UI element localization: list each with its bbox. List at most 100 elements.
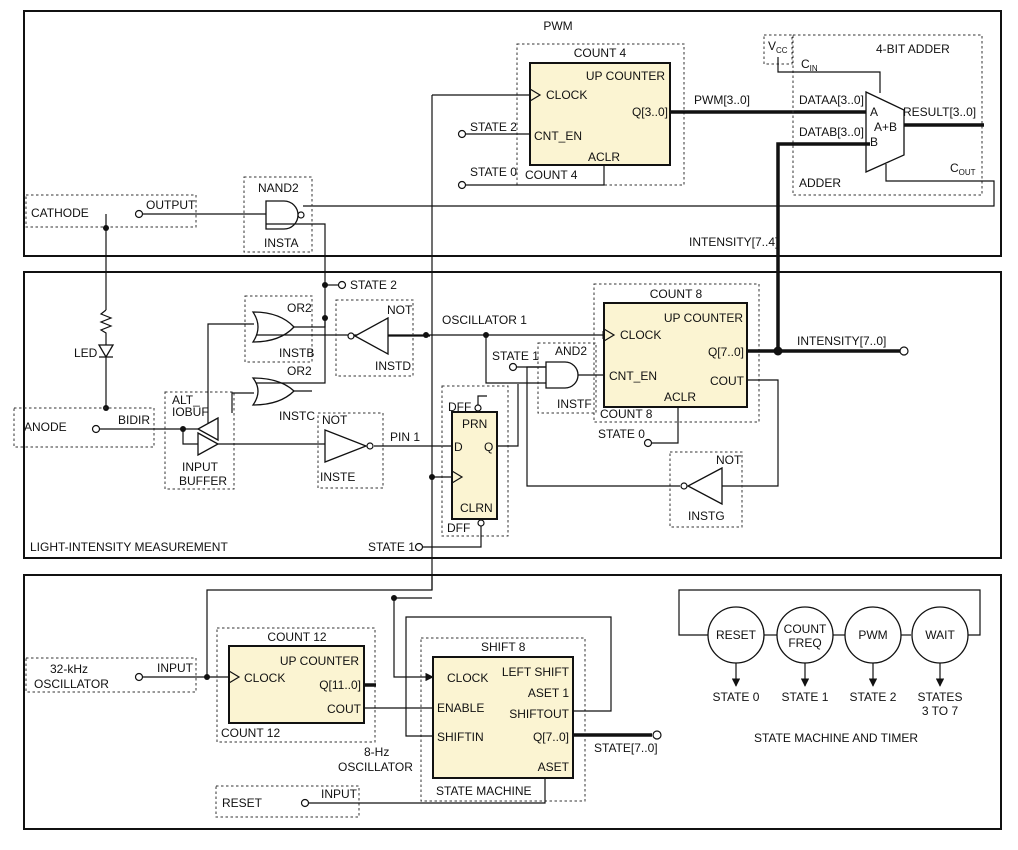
obuf-en-wire [207, 323, 254, 423]
notg-name: INSTG [688, 509, 725, 523]
shift8-frame [420, 637, 586, 802]
clrn-bubble [477, 519, 485, 527]
count4-clock-triangle [529, 88, 542, 102]
junction [773, 346, 783, 356]
led-lower-wire [99, 356, 113, 408]
count4-type: UP COUNTER [586, 69, 665, 83]
shift8-shiftout-label: SHIFTOUT [509, 707, 569, 721]
light-section-title: LIGHT-INTENSITY MEASUREMENT [30, 540, 228, 554]
or2c-gate [251, 377, 295, 406]
cathode-frame [25, 194, 197, 228]
dff-d-label: D [454, 440, 463, 454]
state-loop-wire [678, 589, 981, 636]
count8-cout-wire [722, 379, 779, 487]
output-buffer-triangle [196, 416, 219, 442]
state-machine-section-title: STATE MACHINE AND TIMER [754, 731, 918, 745]
osc32-label-1: 32-kHz [50, 662, 88, 676]
notg-out-wire [526, 366, 680, 487]
reset-pin [300, 798, 310, 808]
shift8-clock-label: CLOCK [447, 671, 488, 685]
count8-aclr-wire [652, 407, 679, 444]
nand2-input-wire [266, 223, 326, 285]
notg-gate [686, 466, 723, 506]
oscillator1-label: OSCILLATOR 1 [442, 313, 527, 327]
altiobuf-label-1: ALT_ [172, 393, 200, 407]
note-gate [324, 429, 368, 463]
junction [103, 225, 109, 231]
shift8-leftshift-label: LEFT SHIFT [502, 665, 570, 679]
osc32-label-2: OSCILLATOR [34, 677, 109, 691]
count12-q-label: Q[11..0] [319, 678, 361, 692]
adder-b-label: B [870, 135, 878, 149]
cathode-pin-label: OUTPUT [146, 198, 196, 212]
count4-title: COUNT 4 [574, 46, 627, 60]
datab-label: DATAB[3..0] [799, 125, 864, 139]
osc8hz-label-1: 8-Hz [364, 745, 389, 759]
state1-pin-b [414, 542, 424, 552]
nand2-bubble [297, 211, 305, 219]
notg-bubble [680, 482, 688, 490]
shift8-aset1-label: ASET 1 [528, 686, 569, 700]
cin-wire [777, 57, 881, 93]
count8-frame [593, 283, 760, 423]
reset-pin-label: INPUT [321, 787, 358, 801]
dff-q-label: Q [484, 440, 493, 454]
state1-pin-a [508, 362, 518, 372]
osc32-pin-label: INPUT [157, 661, 194, 675]
junction [322, 315, 328, 321]
result-label: RESULT[3..0] [903, 105, 976, 119]
count8-name: COUNT 8 [600, 407, 653, 421]
shiftout-loop-wire [405, 616, 612, 737]
intensity74-label: INTENSITY[7..4] [689, 235, 778, 249]
state-node-label: FREQ [788, 636, 821, 650]
dff-block [451, 411, 498, 520]
state-output-label: STATES [918, 690, 963, 704]
adder-title: 4-BIT ADDER [876, 42, 950, 56]
nand2-frame [243, 176, 313, 253]
or2b-name: INSTB [279, 346, 314, 360]
intensity-74-bus [776, 142, 870, 351]
count12-title: COUNT 12 [267, 630, 326, 644]
count4-clock-label: CLOCK [546, 88, 587, 102]
count12-clock-label: CLOCK [244, 671, 285, 685]
clrn-wire [423, 526, 482, 548]
count4-q-label: Q[3..0] [632, 105, 668, 119]
pwm-section-title: PWM [543, 19, 572, 33]
state0-label-a: STATE 0 [470, 165, 517, 179]
count12-cout-label: COUT [327, 702, 362, 716]
state0-pin-a [457, 180, 467, 190]
count8-block [603, 302, 748, 408]
junction [483, 332, 489, 338]
count4-aclr-wire [465, 165, 605, 186]
shift8-enable-label: ENABLE [437, 701, 484, 715]
state70-pin [652, 730, 662, 740]
light-panel [23, 271, 1002, 559]
count4-block [529, 62, 671, 166]
or2b-title: OR2 [287, 301, 312, 315]
anode-label: ANODE [24, 420, 67, 434]
adder-name: ADDER [799, 176, 841, 190]
and2-title: AND2 [555, 344, 587, 358]
dff-top-label: DFF [448, 400, 471, 414]
shift8-name: STATE MACHINE [436, 784, 532, 798]
obuf-data-wire [231, 392, 254, 413]
state1-label-a: STATE 1 [492, 349, 539, 363]
count8-cout-label: COUT [710, 374, 745, 388]
state-output-label: 3 TO 7 [922, 704, 959, 718]
dff-prn-label: PRN [462, 417, 487, 431]
notd-title: NOT [387, 303, 413, 317]
count12-type: UP COUNTER [280, 654, 359, 668]
dff-clock-triangle [451, 470, 464, 484]
note-frame [317, 412, 384, 489]
vcc-label: VCC [768, 39, 788, 55]
nand2-gate [265, 200, 299, 230]
cout-label: COUT [950, 161, 976, 177]
input-buffer-label-2: BUFFER [179, 474, 227, 488]
count4-cnten-label: CNT_EN [534, 129, 582, 143]
reset-frame [215, 785, 360, 818]
or2c-title: OR2 [287, 364, 312, 378]
and2-in-b-wire [485, 335, 546, 384]
prn-wire [477, 395, 487, 405]
state2-pin-b [337, 280, 347, 290]
